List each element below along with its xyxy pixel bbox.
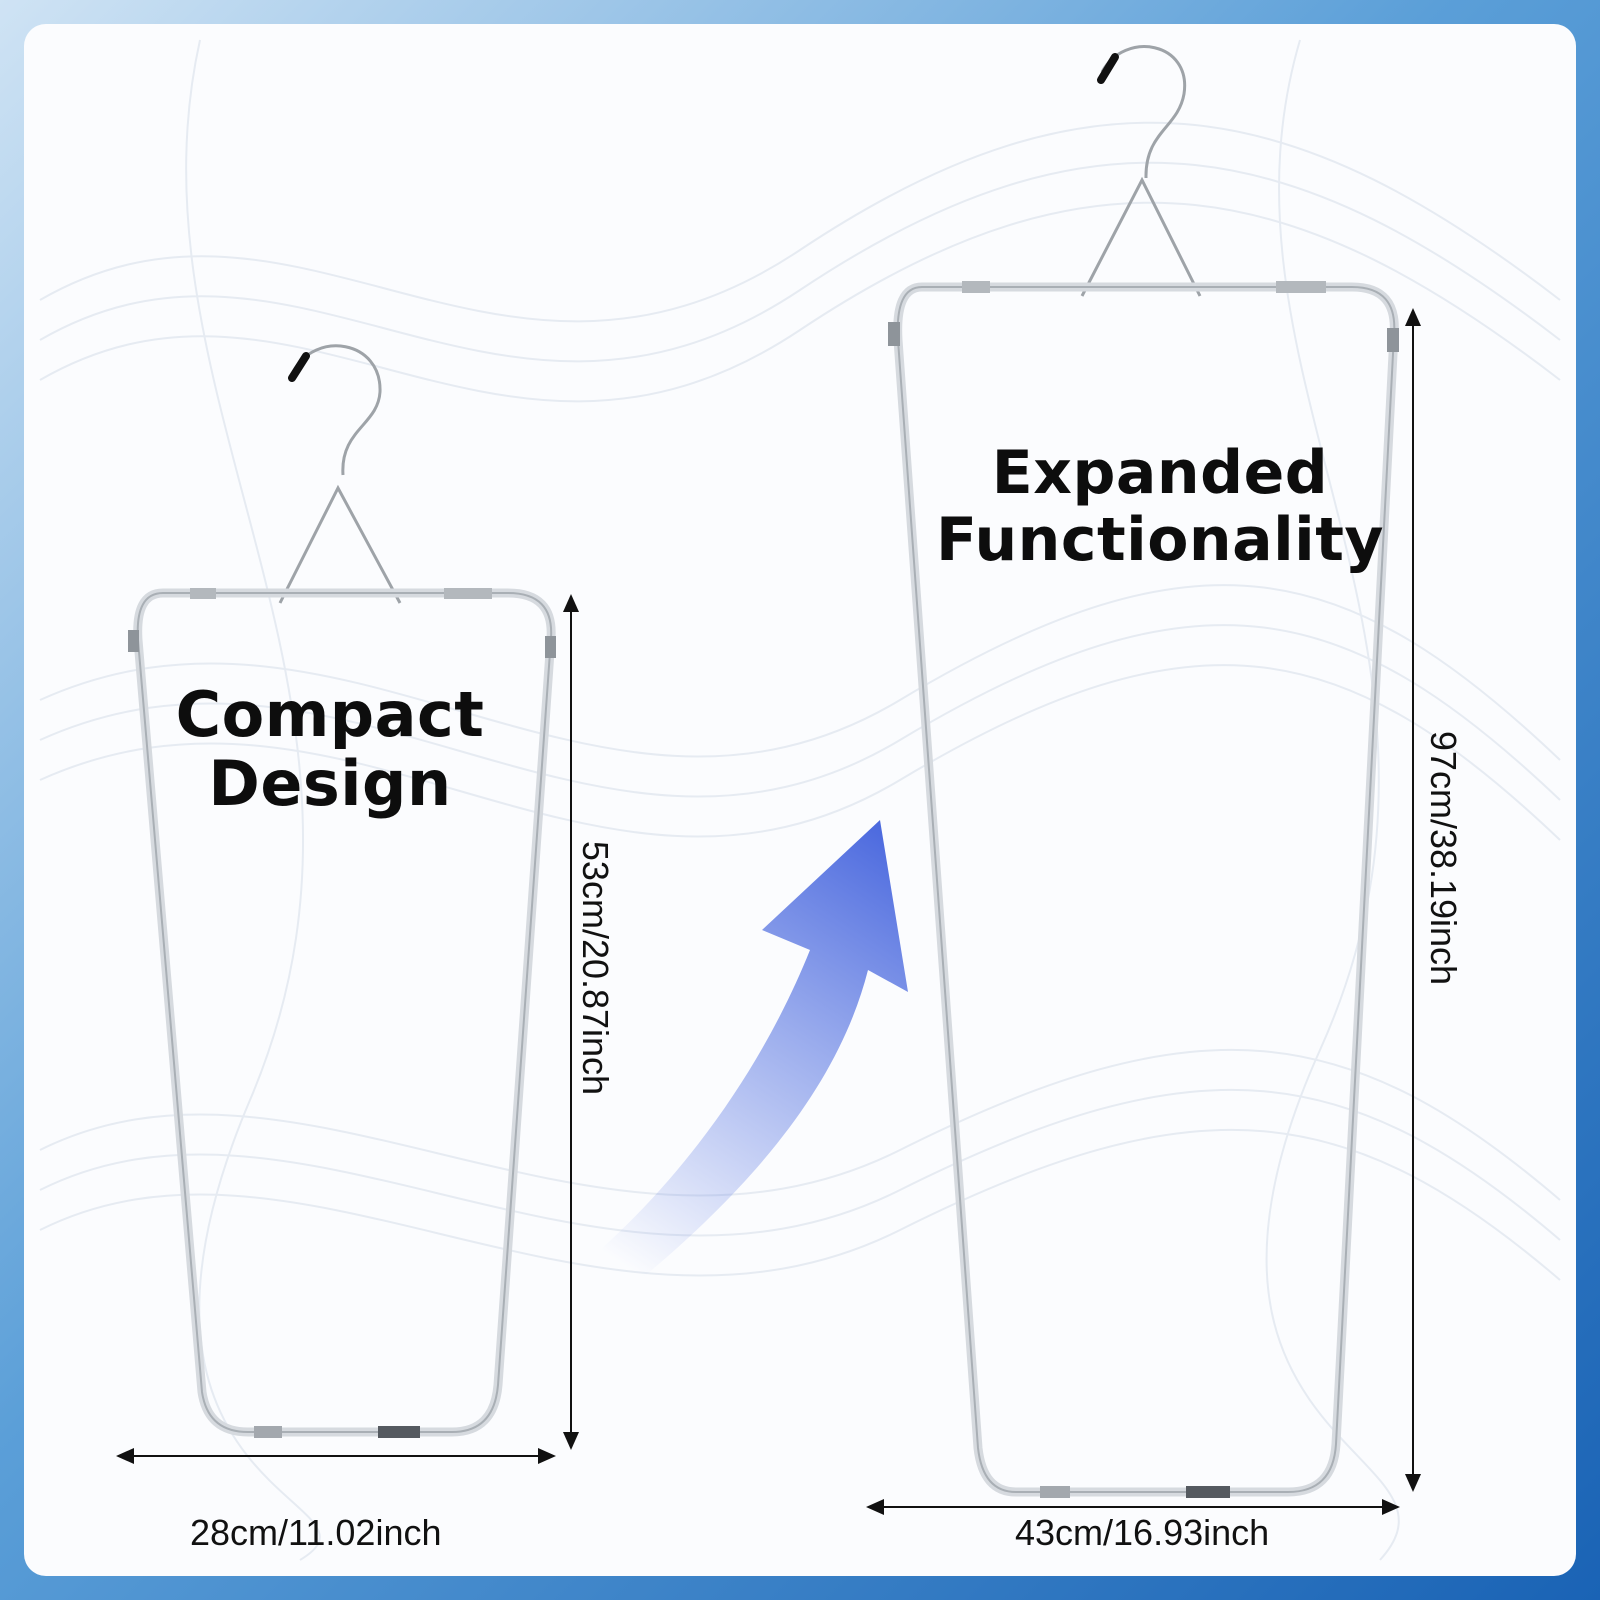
expanded-title-line1: Expanded <box>991 438 1329 508</box>
compact-hanger <box>128 344 556 1438</box>
expanded-title-line2: Functionality <box>935 505 1385 576</box>
hanger-shoulder <box>278 484 402 604</box>
compact-title-line1: Compact <box>175 678 485 751</box>
compact-width-label: 28cm/11.02inch <box>190 1512 442 1553</box>
expanded-width-label: 43cm/16.93inch <box>1015 1512 1270 1553</box>
hook-tip <box>288 352 310 382</box>
expanded-hanger <box>888 45 1399 1498</box>
frame-clip <box>1040 1486 1070 1498</box>
frame-clip <box>378 1426 420 1438</box>
compact-design-title: Compact Design <box>160 680 500 819</box>
hook-icon <box>291 344 382 476</box>
hook-tip <box>1097 53 1119 84</box>
frame-clip <box>888 322 900 346</box>
frame-clip <box>1186 1486 1230 1498</box>
frame-clip <box>128 630 139 652</box>
expand-arrow-icon <box>600 820 908 1280</box>
frame-clip <box>444 588 492 599</box>
product-panel <box>24 24 1576 1576</box>
expanded-functionality-title: Expanded Functionality <box>930 438 1390 576</box>
frame-clip <box>962 281 990 293</box>
product-illustration <box>39 39 1561 1561</box>
frame-clip <box>254 1426 282 1438</box>
compact-title-line2: Design <box>208 747 452 821</box>
frame-clip <box>1276 281 1326 293</box>
compact-height-label: 53cm/20.87inch <box>575 840 616 1096</box>
hook-icon <box>1100 45 1187 179</box>
frame-clip <box>1387 328 1399 352</box>
frame-clip <box>545 636 556 658</box>
frame-clip <box>190 588 216 599</box>
hanger-shoulder <box>1080 176 1202 297</box>
expanded-height-label: 97cm/38.19inch <box>1423 730 1464 986</box>
background-wave-pattern <box>39 39 1561 1561</box>
